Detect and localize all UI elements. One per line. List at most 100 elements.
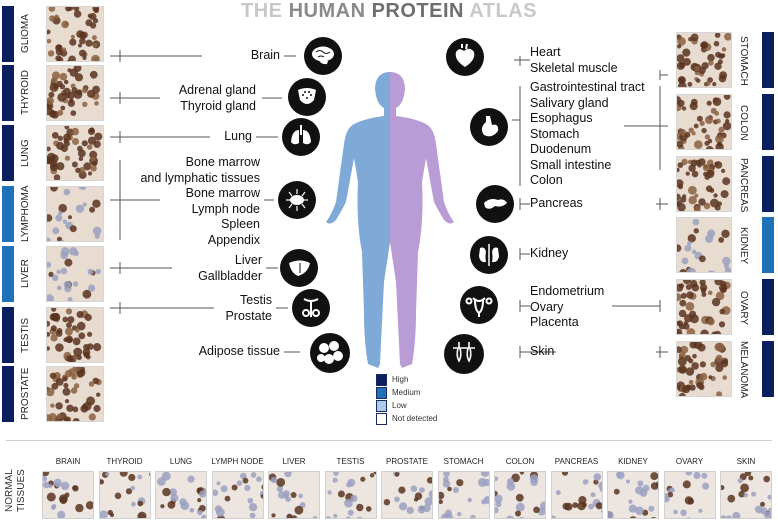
brain-icon bbox=[304, 37, 342, 75]
title-part-3: PROTEIN bbox=[371, 0, 470, 22]
cancer-tissue-thumbnail[interactable] bbox=[45, 4, 104, 65]
expression-level-bar bbox=[2, 6, 14, 62]
organ-label: and lymphatic tissues bbox=[140, 170, 260, 185]
cancer-label: KIDNEY bbox=[738, 227, 749, 265]
cancer-tissue-thumbnail[interactable] bbox=[674, 156, 732, 213]
normal-tissue-label: LYMPH NODE bbox=[211, 457, 264, 466]
human-figure bbox=[326, 72, 454, 368]
expression-level-bar bbox=[2, 307, 14, 363]
organ-label: Esophagus bbox=[530, 111, 593, 125]
heart-icon bbox=[446, 38, 484, 76]
normal-tissue-label: STOMACH bbox=[443, 457, 484, 466]
organ-group-endocrine: Adrenal gland Thyroid gland bbox=[140, 83, 256, 114]
cancer-tissue-thumbnail[interactable] bbox=[674, 217, 732, 277]
legend-label: Not detected bbox=[392, 414, 438, 423]
organ-label: Brain bbox=[250, 48, 280, 62]
adipose-icon bbox=[310, 333, 350, 373]
expression-level-bar bbox=[762, 279, 774, 335]
expression-level-bar bbox=[2, 65, 14, 121]
organ-label: Liver bbox=[234, 253, 262, 267]
cancer-tissue-thumbnail[interactable] bbox=[673, 276, 732, 339]
organ-label: Placenta bbox=[530, 315, 579, 329]
organ-group-liver: Liver Gallbladder bbox=[180, 253, 262, 284]
legend-label: Low bbox=[392, 401, 407, 410]
organ-label: Gastrointestinal tract bbox=[530, 80, 645, 94]
cancer-tissue-thumbnail[interactable] bbox=[43, 362, 104, 426]
cancer-label: COLON bbox=[738, 105, 749, 141]
stomach-icon bbox=[470, 108, 508, 146]
cancer-tissue-thumbnail[interactable] bbox=[45, 246, 104, 304]
organ-group-brain: Brain bbox=[200, 48, 280, 64]
normal-tissue-thumbnail[interactable] bbox=[155, 471, 210, 524]
uterus-icon bbox=[460, 286, 498, 324]
organ-label: Thyroid gland bbox=[180, 98, 256, 113]
cancer-tissue-thumbnail[interactable] bbox=[675, 340, 732, 401]
expression-level-bar bbox=[2, 186, 14, 242]
organ-group-adipose: Adipose tissue bbox=[166, 344, 280, 360]
organ-group-skin: Skin bbox=[530, 344, 554, 360]
normal-label-line2: TISSUES bbox=[16, 469, 27, 512]
organ-group-female: Endometrium Ovary Placenta bbox=[530, 284, 604, 331]
organ-group-male: Testis Prostate bbox=[200, 293, 272, 324]
normal-tissue-thumbnail[interactable] bbox=[97, 468, 154, 524]
cancer-tissue-thumbnail[interactable] bbox=[43, 64, 104, 121]
expression-level-bar bbox=[2, 246, 14, 302]
organ-group-pancreas: Pancreas bbox=[530, 196, 583, 212]
normal-tissue-label: COLON bbox=[505, 457, 535, 466]
cancer-tissue-thumbnail[interactable] bbox=[44, 306, 104, 363]
lymph-node-icon bbox=[278, 181, 316, 219]
cancer-tissue-thumbnail[interactable] bbox=[676, 32, 732, 91]
organ-label: Duodenum bbox=[530, 142, 592, 156]
normal-tissue-thumbnail[interactable] bbox=[718, 469, 773, 524]
normal-tissue-thumbnail[interactable] bbox=[660, 468, 717, 524]
male-half bbox=[326, 72, 390, 368]
title-part-2: HUMAN bbox=[288, 0, 372, 22]
cancer-label: PANCREAS bbox=[738, 157, 749, 213]
normal-tissue-label: TESTIS bbox=[336, 457, 365, 466]
normal-tissue-thumbnail[interactable] bbox=[324, 470, 378, 524]
organ-label: Bone marrow bbox=[185, 186, 260, 200]
kidney-icon bbox=[470, 236, 508, 274]
organ-label: Gallbladder bbox=[198, 268, 262, 283]
cancer-tissue-thumbnail[interactable] bbox=[43, 183, 104, 245]
normal-tissue-label: THYROID bbox=[106, 457, 143, 466]
male-reproductive-icon bbox=[292, 289, 330, 327]
organ-label: Lymph node bbox=[191, 201, 260, 216]
expression-level-bar bbox=[2, 366, 14, 422]
normal-tissue-thumbnail[interactable] bbox=[41, 468, 95, 524]
normal-tissue-thumbnail[interactable] bbox=[211, 471, 268, 524]
organ-label: Bone marrow bbox=[185, 155, 260, 169]
organ-label: Spleen bbox=[221, 217, 260, 231]
expression-level-bar bbox=[762, 94, 774, 150]
title-part-4: ATLAS bbox=[469, 0, 537, 22]
normal-tissue-thumbnail[interactable] bbox=[604, 471, 662, 524]
legend-swatch bbox=[376, 374, 387, 386]
expression-level-bar bbox=[762, 217, 774, 273]
legend-label: Medium bbox=[392, 388, 421, 397]
normal-tissues-label: NORMAL TISSUES bbox=[4, 442, 28, 512]
normal-tissue-label: PROSTATE bbox=[386, 457, 428, 466]
organ-label: Kidney bbox=[530, 246, 569, 260]
section-divider bbox=[6, 440, 772, 441]
expression-level-bar bbox=[762, 32, 774, 88]
skin-icon bbox=[444, 334, 484, 374]
normal-tissue-thumbnail[interactable] bbox=[381, 470, 437, 524]
organ-label: Skeletal muscle bbox=[530, 60, 618, 75]
title-part-1: THE bbox=[241, 0, 289, 22]
organ-group-lung: Lung bbox=[200, 129, 252, 145]
organ-label: Endometrium bbox=[530, 284, 605, 298]
normal-tissue-label: LIVER bbox=[282, 457, 306, 466]
thyroid-icon bbox=[288, 78, 326, 116]
normal-tissue-thumbnail[interactable] bbox=[267, 469, 324, 524]
normal-tissue-thumbnail[interactable] bbox=[491, 470, 549, 524]
normal-tissue-label: PANCREAS bbox=[554, 457, 599, 466]
cancer-tissue-thumbnail[interactable] bbox=[673, 93, 732, 154]
atlas-title: THE HUMAN PROTEIN ATLAS bbox=[0, 0, 778, 23]
cancer-tissue-thumbnail[interactable] bbox=[43, 124, 104, 181]
normal-tissue-thumbnail[interactable] bbox=[547, 469, 606, 524]
cancer-label: STOMACH bbox=[738, 36, 749, 86]
organ-group-lymphoid: Bone marrow and lymphatic tissues Bone m… bbox=[124, 155, 260, 248]
organ-label: Testis bbox=[240, 293, 272, 307]
organ-group-heart: Heart Skeletal muscle bbox=[530, 45, 618, 76]
normal-tissue-thumbnail[interactable] bbox=[436, 468, 491, 524]
